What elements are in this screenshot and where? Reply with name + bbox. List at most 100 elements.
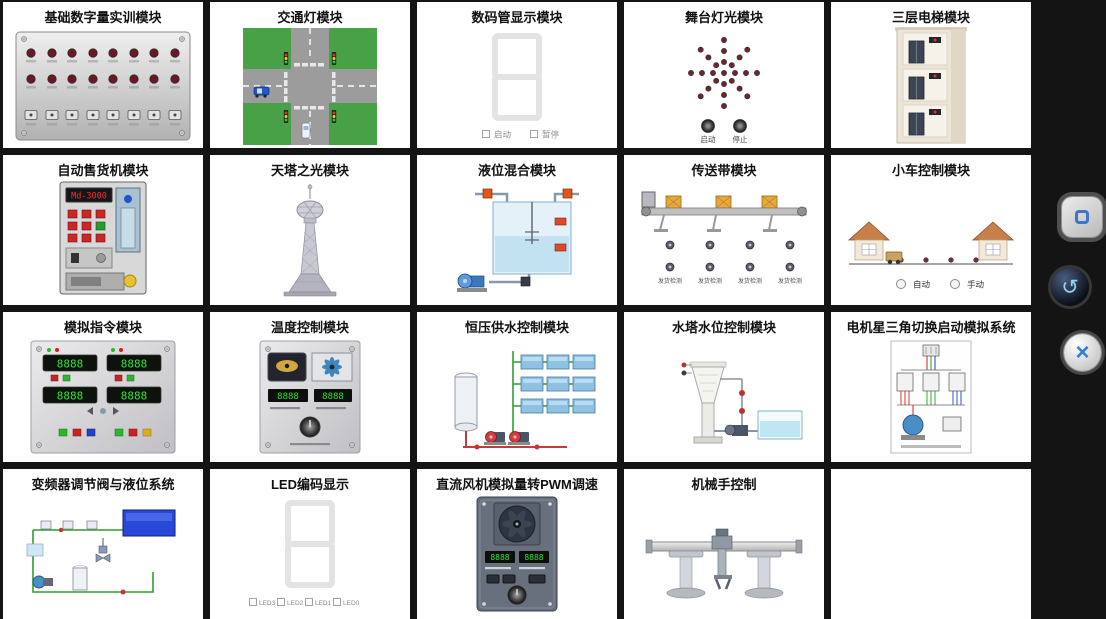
digital-display (42, 354, 98, 372)
temperature-control-illustration: 8888 8888 (210, 336, 410, 458)
house-right (972, 221, 1014, 261)
vertical-arm (717, 548, 727, 578)
level-sensor-low (554, 243, 567, 252)
module-card-manipulator[interactable]: 机械手控制 (624, 469, 824, 619)
fan-panel-graphic: 8888 8888 (476, 496, 558, 612)
module-title: 基础数字量实训模块 (44, 10, 162, 25)
module-card-seven-segment-display[interactable]: 数码管显示模块 启动 暂停 (417, 2, 617, 148)
vfd-valve-liquid-illustration (3, 493, 203, 615)
module-card-analog-command[interactable]: 模拟指令模块 (3, 312, 203, 462)
window-button[interactable] (1062, 197, 1102, 237)
fan-icon (322, 357, 342, 377)
seven-segment-digit (495, 36, 539, 118)
pedestal-left (666, 550, 706, 599)
car-track-graphic: 自动 手动 (848, 221, 1014, 290)
pump-icon (507, 431, 531, 446)
temperature-panel-graphic: 8888 8888 (259, 340, 361, 454)
digital-display (106, 354, 162, 372)
auto-radio-label: 自动 (913, 280, 931, 290)
water-tank (572, 354, 596, 370)
basic-digital-io-illustration (3, 26, 203, 148)
module-title: 水塔水位控制模块 (671, 320, 776, 335)
rotate-back-icon: ↺ (1061, 275, 1079, 299)
contactor-box (948, 372, 966, 392)
module-card-water-tower-level[interactable]: 水塔水位控制模块 (624, 312, 824, 462)
module-title: 自动售货机模块 (57, 163, 149, 178)
traffic-light-icon (331, 110, 337, 123)
led2-label: LED2 (287, 600, 304, 607)
tower-graphic (283, 184, 337, 297)
module-card-traffic-light[interactable]: 交通灯模块 (210, 2, 410, 148)
module-card-sky-tower-light[interactable]: 天塔之光模块 (210, 155, 410, 305)
vending-display-readout: Md-3000 (71, 192, 107, 202)
stage-stop-label: 停止 (733, 134, 748, 144)
setpoint-display: 8888 (322, 392, 344, 402)
small-tank (26, 543, 44, 557)
elevator-floor-1 (902, 104, 948, 138)
module-card-three-floor-elevator[interactable]: 三层电梯模块 (831, 2, 1031, 148)
module-title: 温度控制模块 (270, 320, 349, 335)
instrument-box (40, 520, 52, 530)
sensor-label: 发货检测 (698, 277, 722, 285)
fan-icon (498, 505, 536, 543)
elevator-floor-3 (902, 32, 948, 66)
close-x-icon: × (1075, 338, 1090, 366)
stage-lighting-illustration: 启动 停止 (624, 26, 824, 148)
start-checkbox (482, 130, 490, 138)
module-title: 数码管显示模块 (471, 10, 563, 25)
temperature-knob (299, 416, 321, 438)
dispense-flap (71, 277, 101, 286)
module-title: 三层电梯模块 (891, 10, 970, 25)
stage-start-knob (701, 119, 715, 133)
module-card-motor-star-delta[interactable]: 电机星三角切换启动模拟系统 (831, 312, 1031, 462)
module-card-dc-fan-pwm[interactable]: 直流风机模拟量转PWM调速 8888 8888 (417, 469, 617, 619)
sensor-icon (705, 262, 715, 272)
sensor-icon (785, 240, 795, 250)
square-outline-icon (1075, 210, 1089, 224)
vending-machine-illustration: Md-3000 (3, 179, 203, 301)
module-card-car-control[interactable]: 小车控制模块 自动 手动 (831, 155, 1031, 305)
module-card-led-code-display[interactable]: LED编码显示 LED3 LED2 LED1 LED0 (210, 469, 410, 619)
module-card-basic-digital-io[interactable]: 基础数字量实训模块 (3, 2, 203, 148)
back-button[interactable]: ↺ (1051, 268, 1089, 306)
pump-icon (483, 431, 507, 446)
vending-machine-graphic: Md-3000 (59, 181, 147, 295)
cylinder (72, 567, 88, 591)
elevator-building-graphic (895, 27, 967, 144)
car-white (301, 122, 311, 139)
water-tank (546, 354, 570, 370)
module-card-conveyor-belt[interactable]: 传送带模块 发货检测 发货检测 发货检测 发货检测 (624, 155, 824, 305)
sky-tower-illustration (210, 179, 410, 301)
auto-radio (896, 279, 906, 289)
water-tank (572, 376, 596, 392)
valve-b (562, 188, 573, 199)
module-card-vending-machine[interactable]: 自动售货机模块 Md-3000 (3, 155, 203, 305)
module-grid: 基础数字量实训模块 交通灯模块 (3, 2, 1031, 619)
sensor-icon (665, 240, 675, 250)
coin-return (96, 253, 106, 263)
low-level-sensor (681, 370, 687, 376)
traffic-light-icon (283, 52, 289, 65)
module-card-empty[interactable] (831, 469, 1031, 619)
led3-checkbox (249, 598, 257, 606)
traffic-light-icon (331, 52, 337, 65)
module-card-stage-lighting[interactable]: 舞台灯光模块 启动 停止 (624, 2, 824, 148)
car-blue (253, 86, 270, 98)
start-checkbox-label: 启动 (494, 130, 512, 140)
module-card-temperature-control[interactable]: 温度控制模块 8888 8888 (210, 312, 410, 462)
elevator-floor-2 (902, 68, 948, 102)
hand-icon (123, 274, 137, 288)
module-card-vfd-valve-liquid[interactable]: 变频器调节阀与液位系统 (3, 469, 203, 619)
command-panel-graphic (30, 340, 176, 454)
led-code-display-illustration: LED3 LED2 LED1 LED0 (210, 493, 410, 615)
module-card-constant-pressure-water[interactable]: 恒压供水控制模块 (417, 312, 617, 462)
conveyor-belt-illustration: 发货检测 发货检测 发货检测 发货检测 (624, 179, 824, 301)
close-button[interactable]: × (1064, 334, 1101, 371)
water-tank (572, 398, 596, 414)
manipulator-illustration (624, 493, 824, 615)
module-card-liquid-mixing[interactable]: 液位混合模块 (417, 155, 617, 305)
sensor-icon (665, 262, 675, 272)
pump-icon (724, 424, 736, 436)
led3-label: LED3 (259, 600, 276, 607)
module-title: 交通灯模块 (277, 10, 343, 25)
